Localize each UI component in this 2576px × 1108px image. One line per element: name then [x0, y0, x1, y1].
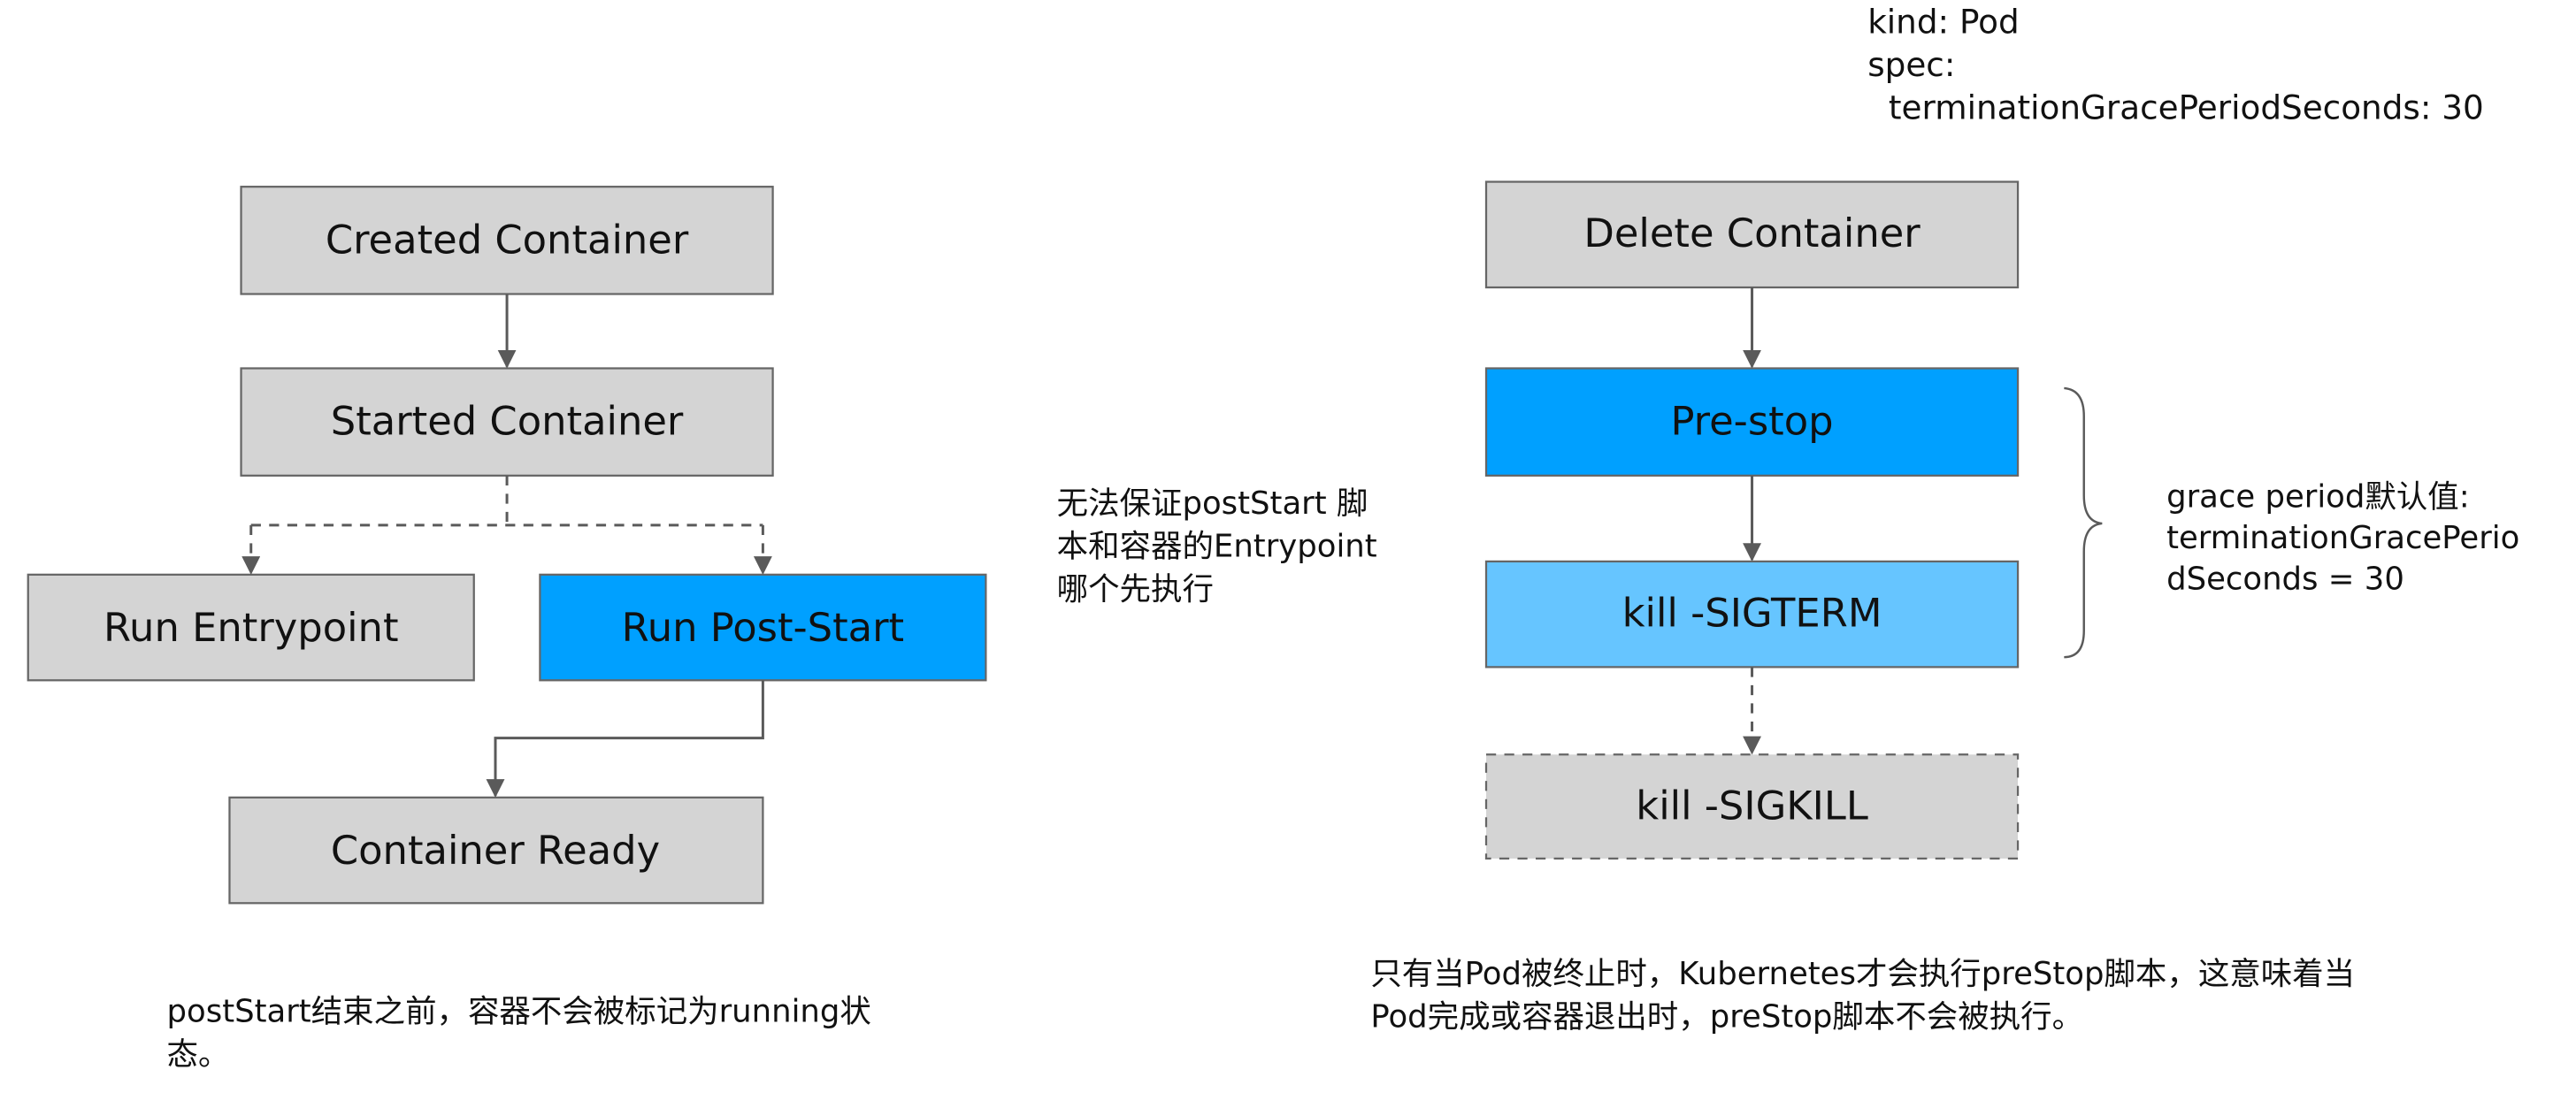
run-post-start-label: Run Post-Start — [622, 604, 904, 651]
yaml-line: kind: Pod — [1867, 3, 2020, 42]
ordering-note: 无法保证postStart 脚 本和容器的Entrypoint 哪个先执行 — [1057, 485, 1377, 607]
pre-stop-label: Pre-stop — [1670, 398, 1833, 445]
grace-period-line: terminationGracePerio — [2166, 520, 2519, 556]
dashed-fork-line — [250, 475, 763, 527]
pre-stop-box — [1484, 367, 2020, 477]
grace-period-line: grace period默认值: — [2166, 478, 2470, 515]
startup-flow: Created Container Started Container Run … — [27, 186, 987, 1073]
started-container-label: Started Container — [331, 398, 684, 445]
shutdown-note-line: 只有当Pod被终止时，Kubernetes才会执行preStop脚本，这意味着当 — [1370, 956, 2355, 992]
startup-note-line: postStart结束之前，容器不会被标记为running状 — [167, 994, 871, 1030]
ordering-note-line: 本和容器的Entrypoint — [1057, 528, 1377, 564]
yaml-snippet: kind: Pod spec: terminationGracePeriodSe… — [1867, 3, 2484, 127]
kill-sigterm-label: kill -SIGTERM — [1622, 589, 1882, 636]
container-ready-box — [228, 796, 764, 905]
ordering-note-line: 哪个先执行 — [1057, 571, 1214, 607]
grace-period-brace-icon — [2064, 386, 2103, 659]
run-entrypoint-label: Run Entrypoint — [104, 604, 399, 651]
run-post-start-box — [539, 573, 987, 682]
shutdown-flow: Delete Container Pre-stop kill -SIGTERM … — [1370, 180, 2519, 1035]
kill-sigkill-label: kill -SIGKILL — [1636, 783, 1868, 829]
arrow-post-start-to-ready — [486, 680, 764, 799]
yaml-line: spec: — [1867, 45, 1955, 84]
created-container-label: Created Container — [326, 216, 689, 263]
ordering-note-line: 无法保证postStart 脚 — [1057, 485, 1368, 522]
kill-sigterm-box — [1484, 560, 2020, 669]
kill-sigkill-box — [1484, 753, 2020, 860]
started-container-box — [240, 367, 774, 477]
startup-note-line: 态。 — [167, 1036, 230, 1073]
created-container-box — [240, 186, 774, 295]
shutdown-note-line: Pod完成或容器退出时，preStop脚本不会被执行。 — [1370, 998, 2083, 1035]
container-ready-label: Container Ready — [331, 827, 660, 874]
yaml-line: terminationGracePeriodSeconds: 30 — [1867, 88, 2484, 127]
grace-period-line: dSeconds = 30 — [2166, 562, 2404, 598]
delete-container-label: Delete Container — [1583, 210, 1920, 256]
